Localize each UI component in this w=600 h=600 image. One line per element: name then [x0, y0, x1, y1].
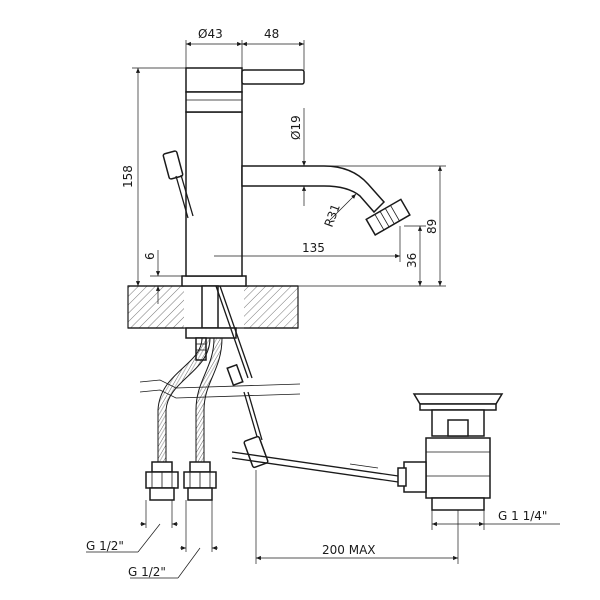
dim-r31: R31 [322, 202, 343, 229]
dimension-lines [86, 40, 560, 579]
dim-rod-max: 200 MAX [322, 543, 376, 557]
dim-89: 89 [425, 219, 439, 234]
dim-d19: Ø19 [289, 115, 303, 140]
popup-linkage [215, 285, 413, 485]
dim-48: 48 [264, 27, 279, 41]
dim-6: 6 [143, 252, 157, 260]
popup-rod [162, 150, 194, 219]
break-lines [139, 379, 301, 399]
dim-d43: Ø43 [198, 27, 223, 41]
hose-connector-left [145, 461, 179, 501]
dim-thread-supply-2: G 1/2" [128, 565, 166, 579]
dim-36: 36 [405, 253, 419, 268]
waste-fitting [397, 393, 504, 511]
dim-158: 158 [121, 165, 135, 188]
spout [241, 165, 411, 236]
hose-connector-right [183, 461, 217, 501]
dimension-labels: Ø43 48 Ø19 158 R31 89 135 6 36 G 1/2" G … [86, 27, 547, 579]
dim-135: 135 [302, 241, 325, 255]
faucet-body [181, 67, 247, 287]
dim-thread-supply-1: G 1/2" [86, 539, 124, 553]
dim-thread-waste: G 1 1/4" [498, 509, 547, 523]
lever-handle [241, 69, 305, 85]
